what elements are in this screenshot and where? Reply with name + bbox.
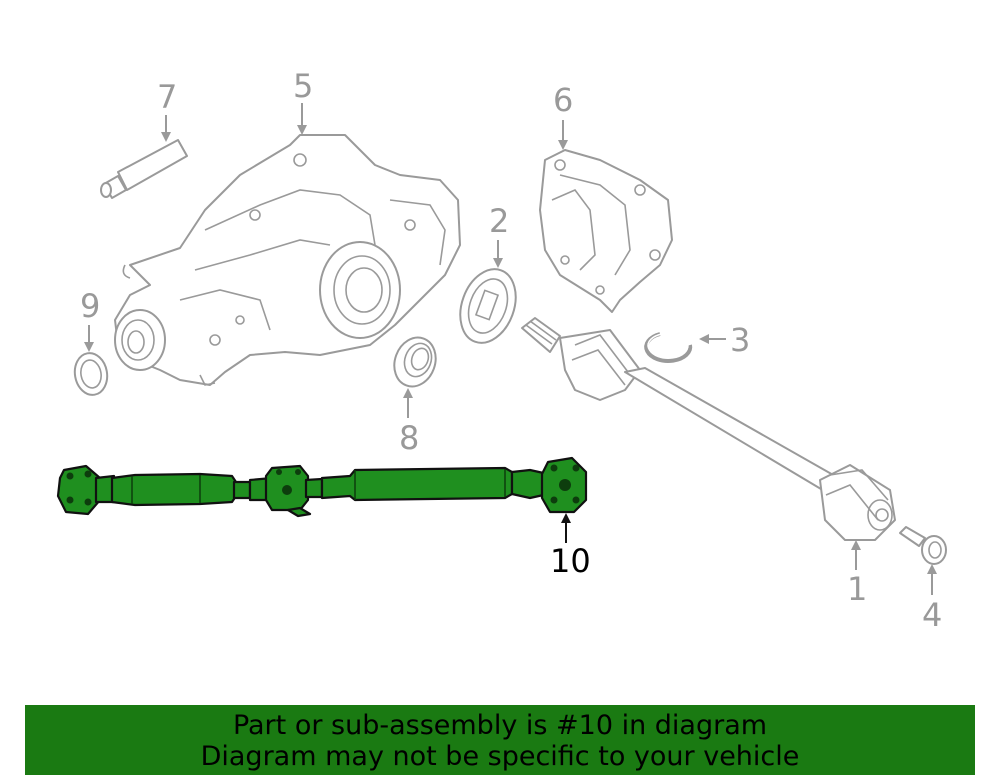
part-7-sealant-tube[interactable] — [100, 139, 188, 199]
callout-9[interactable]: 9 — [80, 287, 100, 325]
banner-line-1: Part or sub-assembly is #10 in diagram — [232, 710, 768, 741]
part-4-bolt[interactable] — [899, 526, 947, 565]
info-banner: Part or sub-assembly is #10 in diagram D… — [25, 705, 975, 775]
part-10-propeller-shaft[interactable] — [56, 456, 588, 518]
part-3-snap-ring[interactable] — [644, 332, 693, 363]
callout-5[interactable]: 5 — [293, 67, 313, 105]
callout-2[interactable]: 2 — [489, 202, 509, 240]
banner-line-2: Diagram may not be specific to your vehi… — [200, 741, 800, 772]
callout-10[interactable]: 10 — [550, 542, 591, 580]
part-8-seal[interactable] — [388, 332, 443, 393]
part-9-seal[interactable] — [72, 351, 111, 398]
part-2-gasket[interactable] — [451, 261, 526, 350]
callout-8[interactable]: 8 — [399, 419, 419, 457]
part-5-differential-housing[interactable] — [114, 134, 461, 386]
part-6-differential-cover[interactable] — [539, 149, 673, 313]
parts-diagram: 7 5 6 2 9 3 8 1 4 10 — [56, 67, 947, 634]
callout-7[interactable]: 7 — [157, 78, 177, 116]
callout-6[interactable]: 6 — [553, 81, 573, 119]
callout-4[interactable]: 4 — [922, 596, 942, 634]
callout-3[interactable]: 3 — [730, 321, 750, 359]
part-1-axle-shaft[interactable] — [521, 317, 896, 541]
callout-1[interactable]: 1 — [847, 570, 867, 608]
